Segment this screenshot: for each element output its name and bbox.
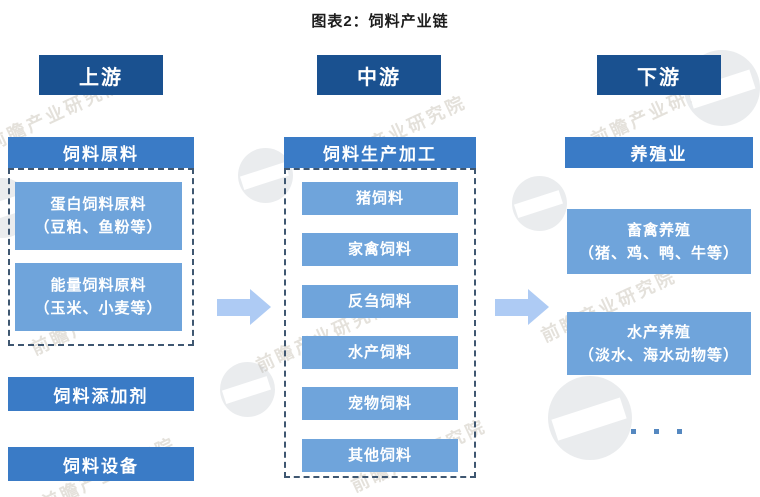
stage-header-midstream: 中游 xyxy=(317,55,441,95)
stage-header-downstream: 下游 xyxy=(597,55,721,95)
chart-title: 图表2：饲料产业链 xyxy=(311,13,449,30)
item-label-line1: 畜禽养殖 xyxy=(626,221,691,239)
arrow-right-icon xyxy=(528,289,549,325)
item-label: 反刍饲料 xyxy=(347,293,412,310)
upstream-group-border xyxy=(8,168,194,346)
arrow-right-icon xyxy=(495,299,528,316)
item-protein-feed-materials: 蛋白饲料原料 （豆粕、鱼粉等） xyxy=(15,182,182,250)
item-poultry-feed: 家禽饲料 xyxy=(302,233,458,266)
dot xyxy=(677,429,682,434)
item-label-line2: （淡水、海水动物等） xyxy=(578,346,739,364)
bar-feed-additives: 饲料添加剂 xyxy=(8,377,194,411)
watermark-logo-icon xyxy=(238,148,293,203)
item-label-line1: 蛋白饲料原料 xyxy=(50,196,147,213)
item-label-line1: 能量饲料原料 xyxy=(50,277,147,294)
item-label-line2: （猪、鸡、鸭、牛等） xyxy=(578,244,739,262)
item-label-line2: （玉米、小麦等） xyxy=(34,300,163,317)
item-label-line1: 水产养殖 xyxy=(626,323,691,341)
item-pig-feed: 猪饲料 xyxy=(302,182,458,215)
bar-feed-equipment: 饲料设备 xyxy=(8,447,194,481)
stage-header-upstream: 上游 xyxy=(39,55,163,95)
item-label: 其他饲料 xyxy=(347,447,412,464)
item-livestock-poultry-breeding: 畜禽养殖 （猪、鸡、鸭、牛等） xyxy=(567,209,751,274)
item-pet-feed: 宠物饲料 xyxy=(302,387,458,420)
dot xyxy=(654,429,659,434)
section-header-feed-production: 饲料生产加工 xyxy=(284,137,476,168)
item-label: 家禽饲料 xyxy=(347,241,412,258)
arrow-right-icon xyxy=(250,289,271,325)
item-label-line2: （豆粕、鱼粉等） xyxy=(34,219,163,236)
item-aquatic-feed: 水产饲料 xyxy=(302,336,458,369)
watermark-logo-icon xyxy=(512,176,567,231)
dot xyxy=(631,429,636,434)
watermark-logo-icon xyxy=(220,362,275,417)
section-header-breeding-industry: 养殖业 xyxy=(565,137,753,168)
arrow-right-icon xyxy=(217,299,250,316)
item-label: 水产饲料 xyxy=(347,344,412,361)
midstream-group-border xyxy=(284,168,476,478)
section-header-feed-raw-materials: 饲料原料 xyxy=(8,137,194,168)
item-energy-feed-materials: 能量饲料原料 （玉米、小麦等） xyxy=(15,263,182,331)
more-items-indicator xyxy=(631,429,682,434)
item-other-feed: 其他饲料 xyxy=(302,439,458,472)
item-label: 猪饲料 xyxy=(355,190,404,207)
item-label: 宠物饲料 xyxy=(347,395,412,412)
watermark-logo-icon xyxy=(548,376,632,460)
item-ruminant-feed: 反刍饲料 xyxy=(302,285,458,318)
item-aquaculture: 水产养殖 （淡水、海水动物等） xyxy=(567,312,751,375)
